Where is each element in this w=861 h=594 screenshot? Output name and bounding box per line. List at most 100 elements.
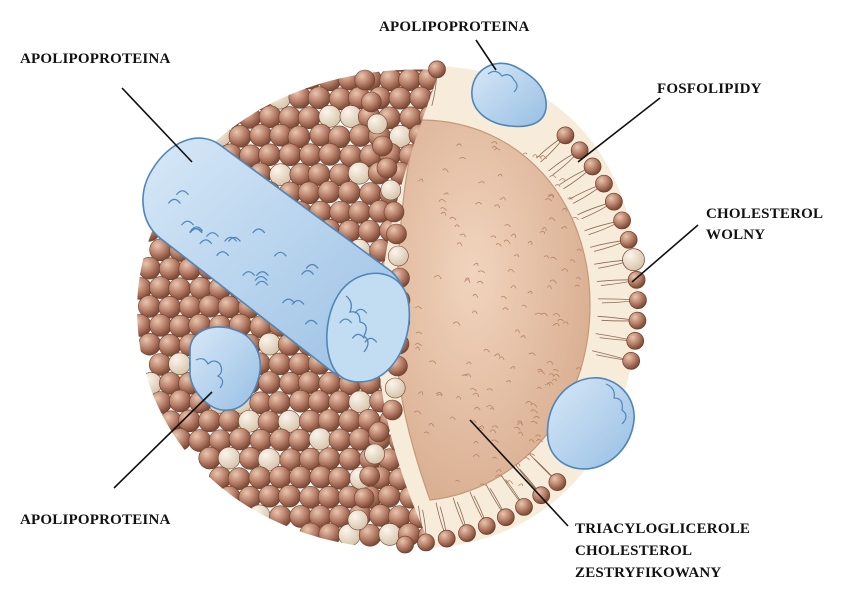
phospholipid-head (515, 498, 532, 515)
phospholipid-head (299, 144, 321, 166)
phospholipid-head (199, 410, 221, 432)
phospholipid-head (533, 487, 550, 504)
phospholipid-head (385, 378, 405, 398)
phospholipid-head (269, 506, 291, 528)
phospholipid-head (358, 220, 380, 242)
phospholipid-head (329, 429, 351, 451)
phospholipid-head (259, 485, 281, 507)
label-cholesterol-core: CHOLESTEROL (575, 542, 692, 561)
phospholipid-head (497, 509, 514, 526)
phospholipid-head (319, 523, 341, 545)
label-apolipoproteina-bottom-left: APOLIPOPROTEINA (20, 511, 171, 530)
phospholipid-head (381, 180, 401, 200)
leader-line-apo-top (476, 40, 496, 70)
phospholipid-head (150, 314, 172, 336)
label-cholesterol: CHOLESTEROL (706, 205, 823, 224)
phospholipid-head (278, 68, 300, 90)
phospholipid-head (289, 466, 311, 488)
leader-line-apo-top-left (122, 88, 192, 162)
free-cholesterol-molecule (248, 505, 270, 527)
label-triacyloglicerole: TRIACYLOGLICEROLE (575, 520, 750, 539)
phospholipid-head (438, 530, 455, 547)
phospholipid-head (279, 144, 301, 166)
label-zestryfikowany: ZESTRYFIKOWANY (575, 564, 721, 583)
free-cholesterol-molecule (259, 333, 281, 355)
phospholipid-head (150, 391, 172, 413)
free-cholesterol-molecule (140, 372, 162, 394)
label-apolipoproteina-top: APOLIPOPROTEINA (379, 18, 530, 37)
phospholipid-head (372, 136, 392, 156)
free-cholesterol-molecule (348, 162, 370, 184)
phospholipid-head (149, 353, 171, 375)
phospholipid-head (139, 333, 161, 355)
label-apolipoproteina-top-left: APOLIPOPROTEINA (20, 50, 171, 69)
leader-line-fosfolipidy (578, 98, 660, 162)
phospholipid-head (627, 332, 644, 349)
free-cholesterol-molecule (350, 49, 372, 71)
phospholipid-head (299, 67, 321, 89)
phospholipid-head (360, 466, 380, 486)
phospholipid-head (355, 70, 375, 90)
phospholipid-head (584, 158, 601, 175)
phospholipid-head (384, 202, 404, 222)
phospholipid-head (557, 127, 574, 144)
free-cholesterol-molecule (169, 353, 191, 375)
phospholipid-head (199, 447, 221, 469)
phospholipid-head (369, 422, 389, 442)
phospholipid-head (318, 486, 340, 508)
phospholipid-head (278, 485, 300, 507)
phospholipid-head (397, 536, 414, 553)
phospholipid-head (298, 182, 320, 204)
phospholipid-head (478, 517, 495, 534)
phospholipid-head (270, 429, 292, 451)
phospholipid-head (605, 193, 622, 210)
phospholipid-head (268, 392, 290, 414)
phospholipid-head (377, 158, 397, 178)
phospholipid-head (138, 295, 160, 317)
phospholipid-head (378, 485, 400, 507)
phospholipid-head (258, 371, 280, 393)
apolipoprotein-blob-left (190, 327, 260, 410)
phospholipid-head (218, 486, 240, 508)
phospholipid-head (429, 61, 446, 78)
phospholipid-head (199, 295, 221, 317)
phospholipid-head (390, 50, 412, 72)
phospholipid-head (418, 534, 435, 551)
phospholipid-head (219, 106, 241, 128)
phospholipid-head (409, 49, 431, 71)
phospholipid-head (289, 86, 311, 108)
phospholipid-head (367, 114, 387, 134)
phospholipid-head (629, 312, 646, 329)
free-cholesterol-molecule (309, 428, 331, 450)
phospholipid-head (229, 428, 251, 450)
phospholipid-head (339, 410, 361, 432)
phospholipid-head (629, 292, 646, 309)
phospholipid-head (250, 124, 272, 146)
phospholipid-head (149, 277, 171, 299)
phospholipid-head (389, 87, 411, 109)
free-cholesterol-molecule (623, 249, 645, 271)
phospholipid-head (348, 510, 368, 530)
phospholipid-head (354, 488, 374, 508)
phospholipid-head (614, 212, 631, 229)
free-cholesterol-molecule (218, 447, 240, 469)
phospholipid-head (318, 181, 340, 203)
phospholipid-head (365, 444, 385, 464)
phospholipid-head (289, 429, 311, 451)
phospholipid-head (369, 49, 391, 71)
label-wolny: WOLNY (706, 226, 765, 245)
phospholipid-head (388, 246, 408, 266)
phospholipid-head (349, 201, 371, 223)
phospholipid-head (269, 466, 291, 488)
phospholipid-head (169, 390, 191, 412)
label-fosfolipidy: FOSFOLIPIDY (657, 80, 762, 99)
phospholipid-head (138, 257, 160, 279)
phospholipid-head (300, 523, 322, 545)
phospholipid-head (623, 352, 640, 369)
phospholipid-head (319, 143, 341, 165)
phospholipid-head (386, 224, 406, 244)
phospholipid-head (308, 391, 330, 413)
phospholipid-head (459, 525, 476, 542)
phospholipid-head (620, 231, 637, 248)
